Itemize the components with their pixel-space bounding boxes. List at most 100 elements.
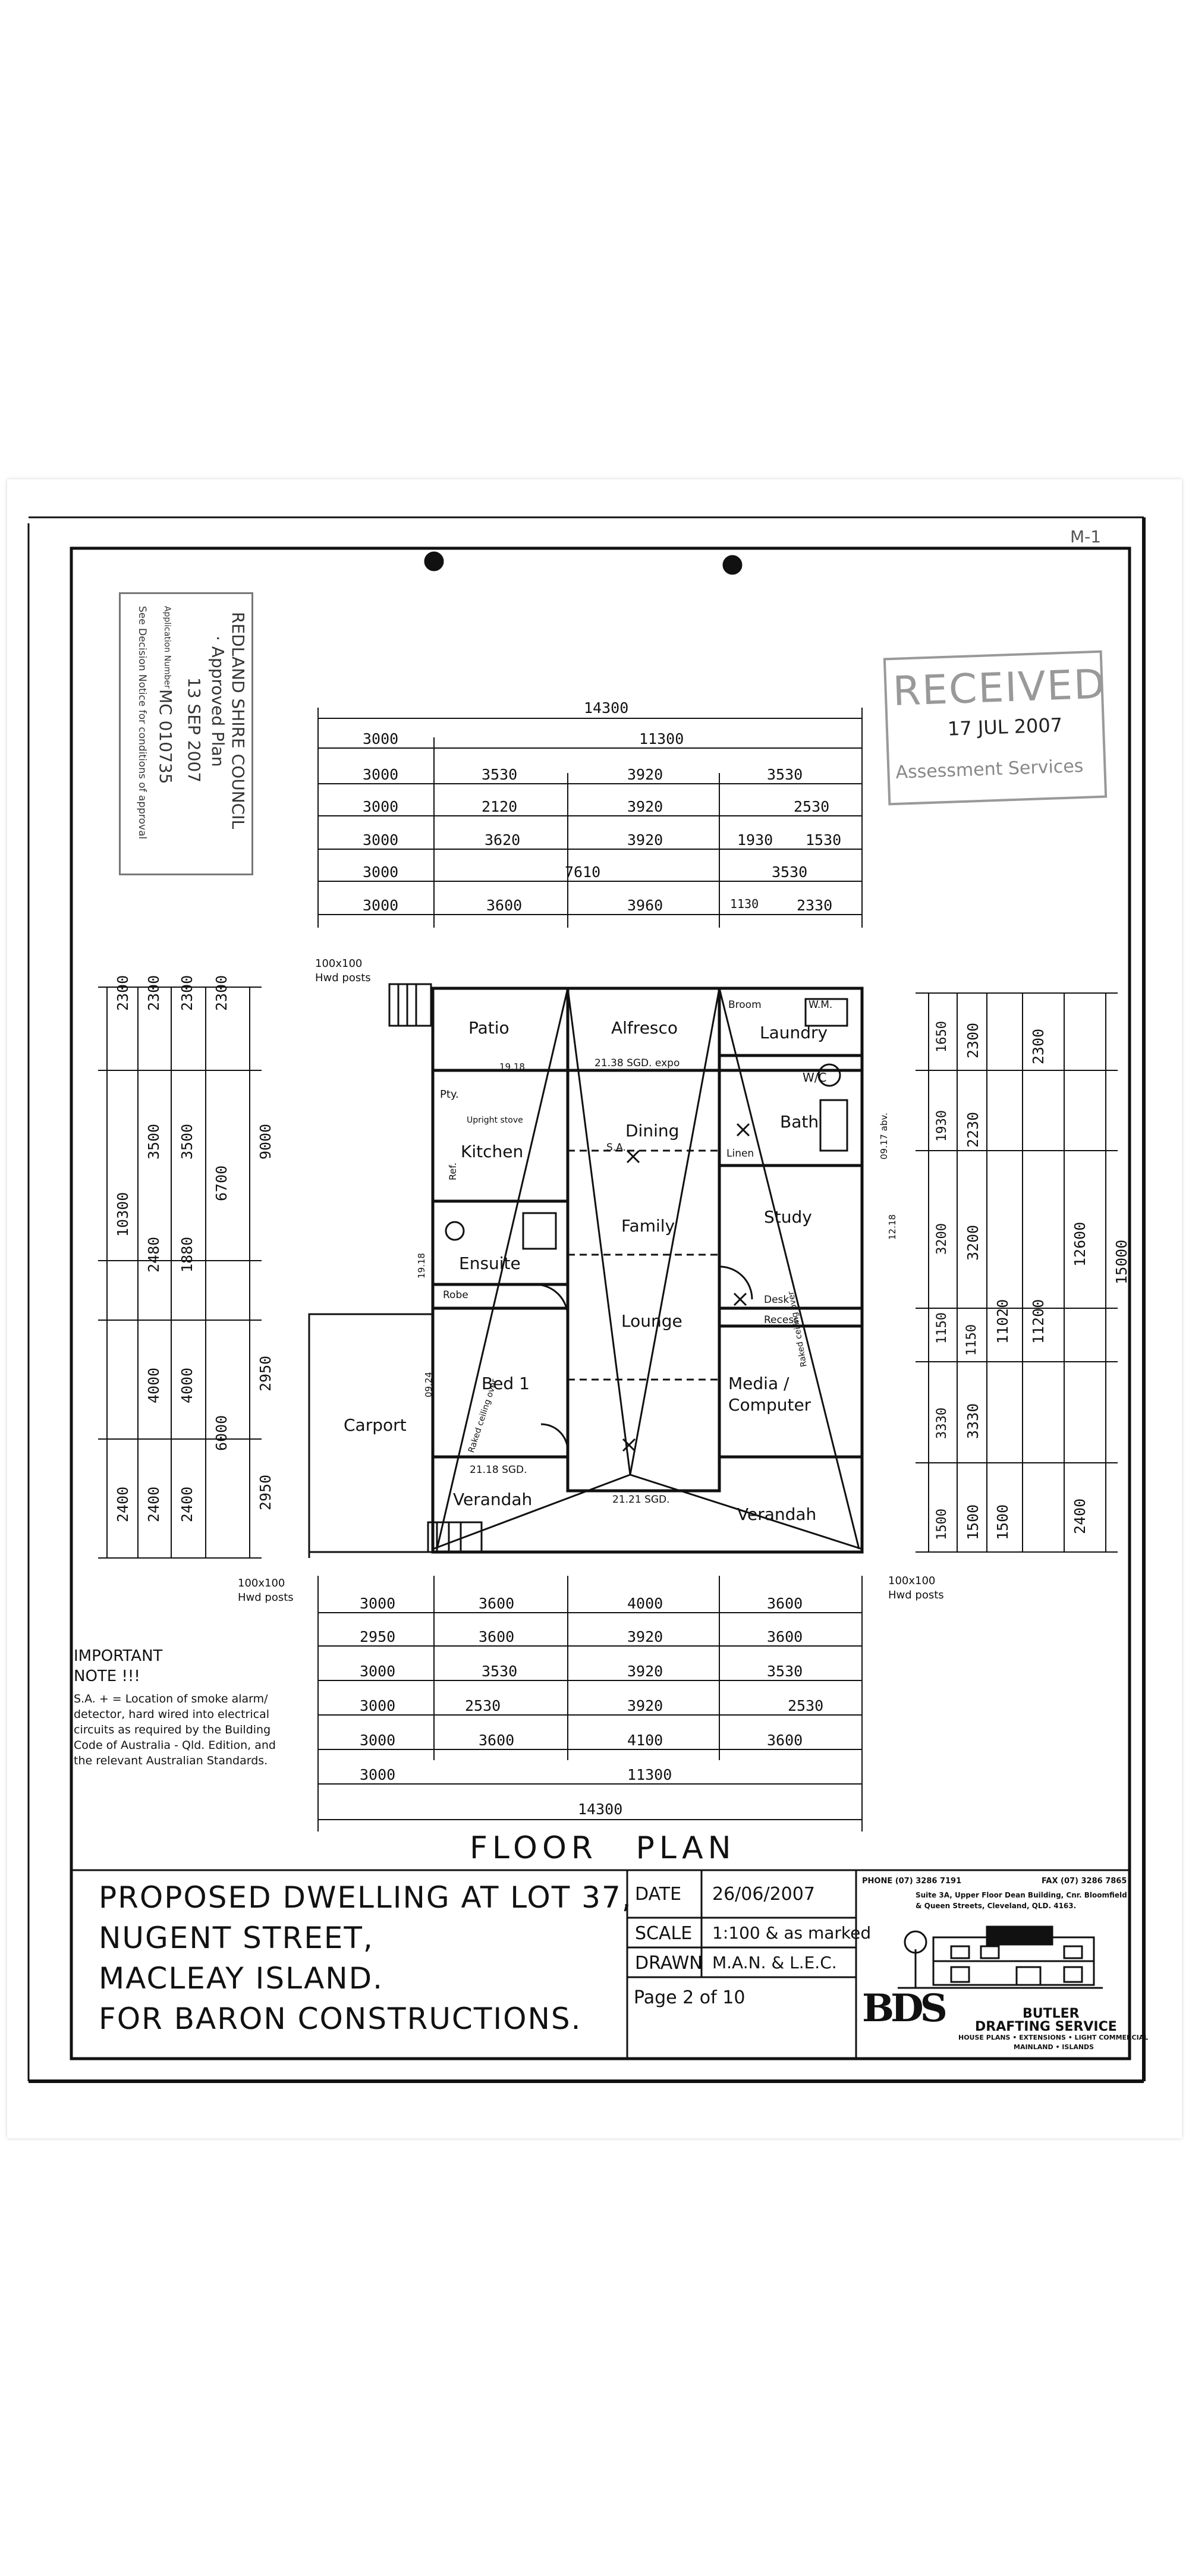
note-line: S.A. + = Location of smoke alarm/ <box>74 1692 268 1705</box>
room-linen: Linen <box>726 1148 754 1160</box>
room-bath: Bath <box>780 1112 819 1132</box>
dim-label: 3000 <box>363 766 399 783</box>
room-ensuite: Ensuite <box>459 1254 521 1273</box>
room-study: Study <box>764 1207 812 1227</box>
level-mark: 09.17 abv. <box>879 1113 889 1160</box>
dim-label: 2950 <box>360 1628 396 1645</box>
dim-label: 3960 <box>627 897 663 914</box>
dim-label: 3600 <box>479 1732 515 1749</box>
dim-label: 14300 <box>578 1801 623 1818</box>
note-line: circuits as required by the Building <box>74 1723 271 1736</box>
dim-label: 3920 <box>627 1663 663 1680</box>
date-label: DATE <box>635 1884 682 1905</box>
approval-note: See Decision Notice for conditions of ap… <box>136 606 148 840</box>
dim-label: 3000 <box>360 1766 396 1783</box>
dim-label: 2300 <box>964 1022 982 1058</box>
dim-label: 2300 <box>1030 1028 1047 1064</box>
dim-label: 3600 <box>479 1628 515 1645</box>
dim-label: 1530 <box>806 831 842 849</box>
dim-label: 3600 <box>767 1628 803 1645</box>
dim-label: 3600 <box>767 1595 803 1612</box>
dim-label: 1130 <box>730 897 759 911</box>
drawn-label: DRAWN <box>635 1953 703 1974</box>
dim-label: 15000 <box>1113 1239 1130 1284</box>
posts-note-br-2: Hwd posts <box>888 1589 944 1601</box>
dim-label: 11300 <box>639 730 684 747</box>
dim-label: 4000 <box>145 1367 162 1403</box>
drawn-value: M.A.N. & L.E.C. <box>712 1953 837 1972</box>
dim-label: 2480 <box>145 1236 162 1273</box>
page-mark: M-1 <box>1070 527 1102 546</box>
dim-label: 3500 <box>178 1123 196 1160</box>
dim-label: 1500 <box>935 1509 949 1540</box>
dim-label: 3000 <box>360 1663 396 1680</box>
posts-note-bl-2: Hwd posts <box>238 1591 294 1604</box>
project-line: NUGENT STREET, <box>99 1921 374 1955</box>
dim-label: 11020 <box>994 1299 1011 1344</box>
application-number: MC 010735 <box>156 689 175 784</box>
company-name: BUTLER <box>1023 2006 1080 2021</box>
company-fax: FAX (07) 3286 7865 <box>1042 1877 1127 1886</box>
dim-label: 1500 <box>994 1504 1011 1540</box>
dim-label: 11300 <box>627 1766 672 1783</box>
level-mark: 12.18 <box>887 1214 898 1240</box>
room-kitchen: Kitchen <box>461 1142 524 1161</box>
room-patio: Patio <box>468 1018 509 1038</box>
dim-label: 1150 <box>935 1312 949 1344</box>
dim-label: 1930 <box>935 1110 949 1142</box>
received-stamp: RECEIVED 17 JUL 2007 Assessment Services <box>883 650 1108 806</box>
level-mark: 19.18 <box>416 1253 427 1278</box>
level-mark: 09.24 <box>423 1372 434 1397</box>
dim-label: 3000 <box>363 730 399 747</box>
dim-label: 3330 <box>935 1408 949 1439</box>
project-line: PROPOSED DWELLING AT LOT 37, <box>99 1880 633 1915</box>
received-date: 17 JUL 2007 <box>947 714 1063 740</box>
dim-label: 2400 <box>114 1486 131 1522</box>
company-address: Suite 3A, Upper Floor Dean Building, Cnr… <box>916 1891 1127 1899</box>
smoke-alarm-label: S.A. <box>606 1142 626 1154</box>
room-broom: Broom <box>728 999 762 1011</box>
dim-label: 3600 <box>479 1595 515 1612</box>
note-heading-2: NOTE !!! <box>74 1667 140 1685</box>
dim-label: 3500 <box>145 1123 162 1160</box>
note-heading: IMPORTANT <box>74 1647 163 1665</box>
dim-label: 3530 <box>767 1663 803 1680</box>
dim-label: 3920 <box>627 1697 663 1714</box>
dim-label: 3200 <box>935 1223 949 1255</box>
level-mark: 19.18 <box>499 1061 525 1072</box>
room-dining: Dining <box>625 1121 680 1141</box>
scale-value: 1:100 & as marked <box>712 1923 872 1943</box>
company-address-2: & Queen Streets, Cleveland, QLD. 4163. <box>916 1902 1077 1910</box>
dim-label: 3000 <box>363 863 399 881</box>
note-line: the relevant Australian Standards. <box>74 1754 268 1767</box>
company-phone: PHONE (07) 3286 7191 <box>862 1877 962 1886</box>
dim-label: 3600 <box>767 1732 803 1749</box>
dim-label: 7610 <box>565 863 601 881</box>
dim-label: 9000 <box>257 1123 274 1160</box>
posts-note-bl: 100x100 <box>238 1577 285 1589</box>
fridge-label: Ref. <box>447 1163 458 1180</box>
dim-label: 6700 <box>213 1165 230 1201</box>
posts-note-top-2: Hwd posts <box>315 972 371 984</box>
sill-height: 21.38 SGD. expo <box>594 1057 680 1069</box>
project-line: FOR BARON CONSTRUCTIONS. <box>99 2002 582 2036</box>
dim-label: 3000 <box>360 1732 396 1749</box>
dim-label: 10300 <box>114 1192 131 1237</box>
room-lounge: Lounge <box>621 1311 682 1331</box>
received-title: RECEIVED <box>892 661 1107 715</box>
company-services: HOUSE PLANS • EXTENSIONS • LIGHT COMMERC… <box>958 2034 1149 2041</box>
dim-label: 1500 <box>964 1504 982 1540</box>
dim-label: 3530 <box>482 1663 518 1680</box>
dim-label: 11200 <box>1030 1299 1047 1344</box>
room-verandah-left: Verandah <box>453 1490 533 1509</box>
dim-label: 2950 <box>257 1474 274 1510</box>
dim-label: 2300 <box>145 975 162 1011</box>
room-recess: Recess <box>764 1314 800 1326</box>
dim-label: 4100 <box>627 1732 663 1749</box>
note-line: Code of Australia - Qld. Edition, and <box>74 1739 276 1752</box>
dim-label: 3600 <box>486 897 523 914</box>
dim-label: 1650 <box>935 1021 949 1053</box>
company-regions: MAINLAND • ISLANDS <box>1014 2043 1094 2051</box>
dim-label: 2400 <box>145 1486 162 1522</box>
company-name-2: DRAFTING SERVICE <box>975 2019 1117 2034</box>
